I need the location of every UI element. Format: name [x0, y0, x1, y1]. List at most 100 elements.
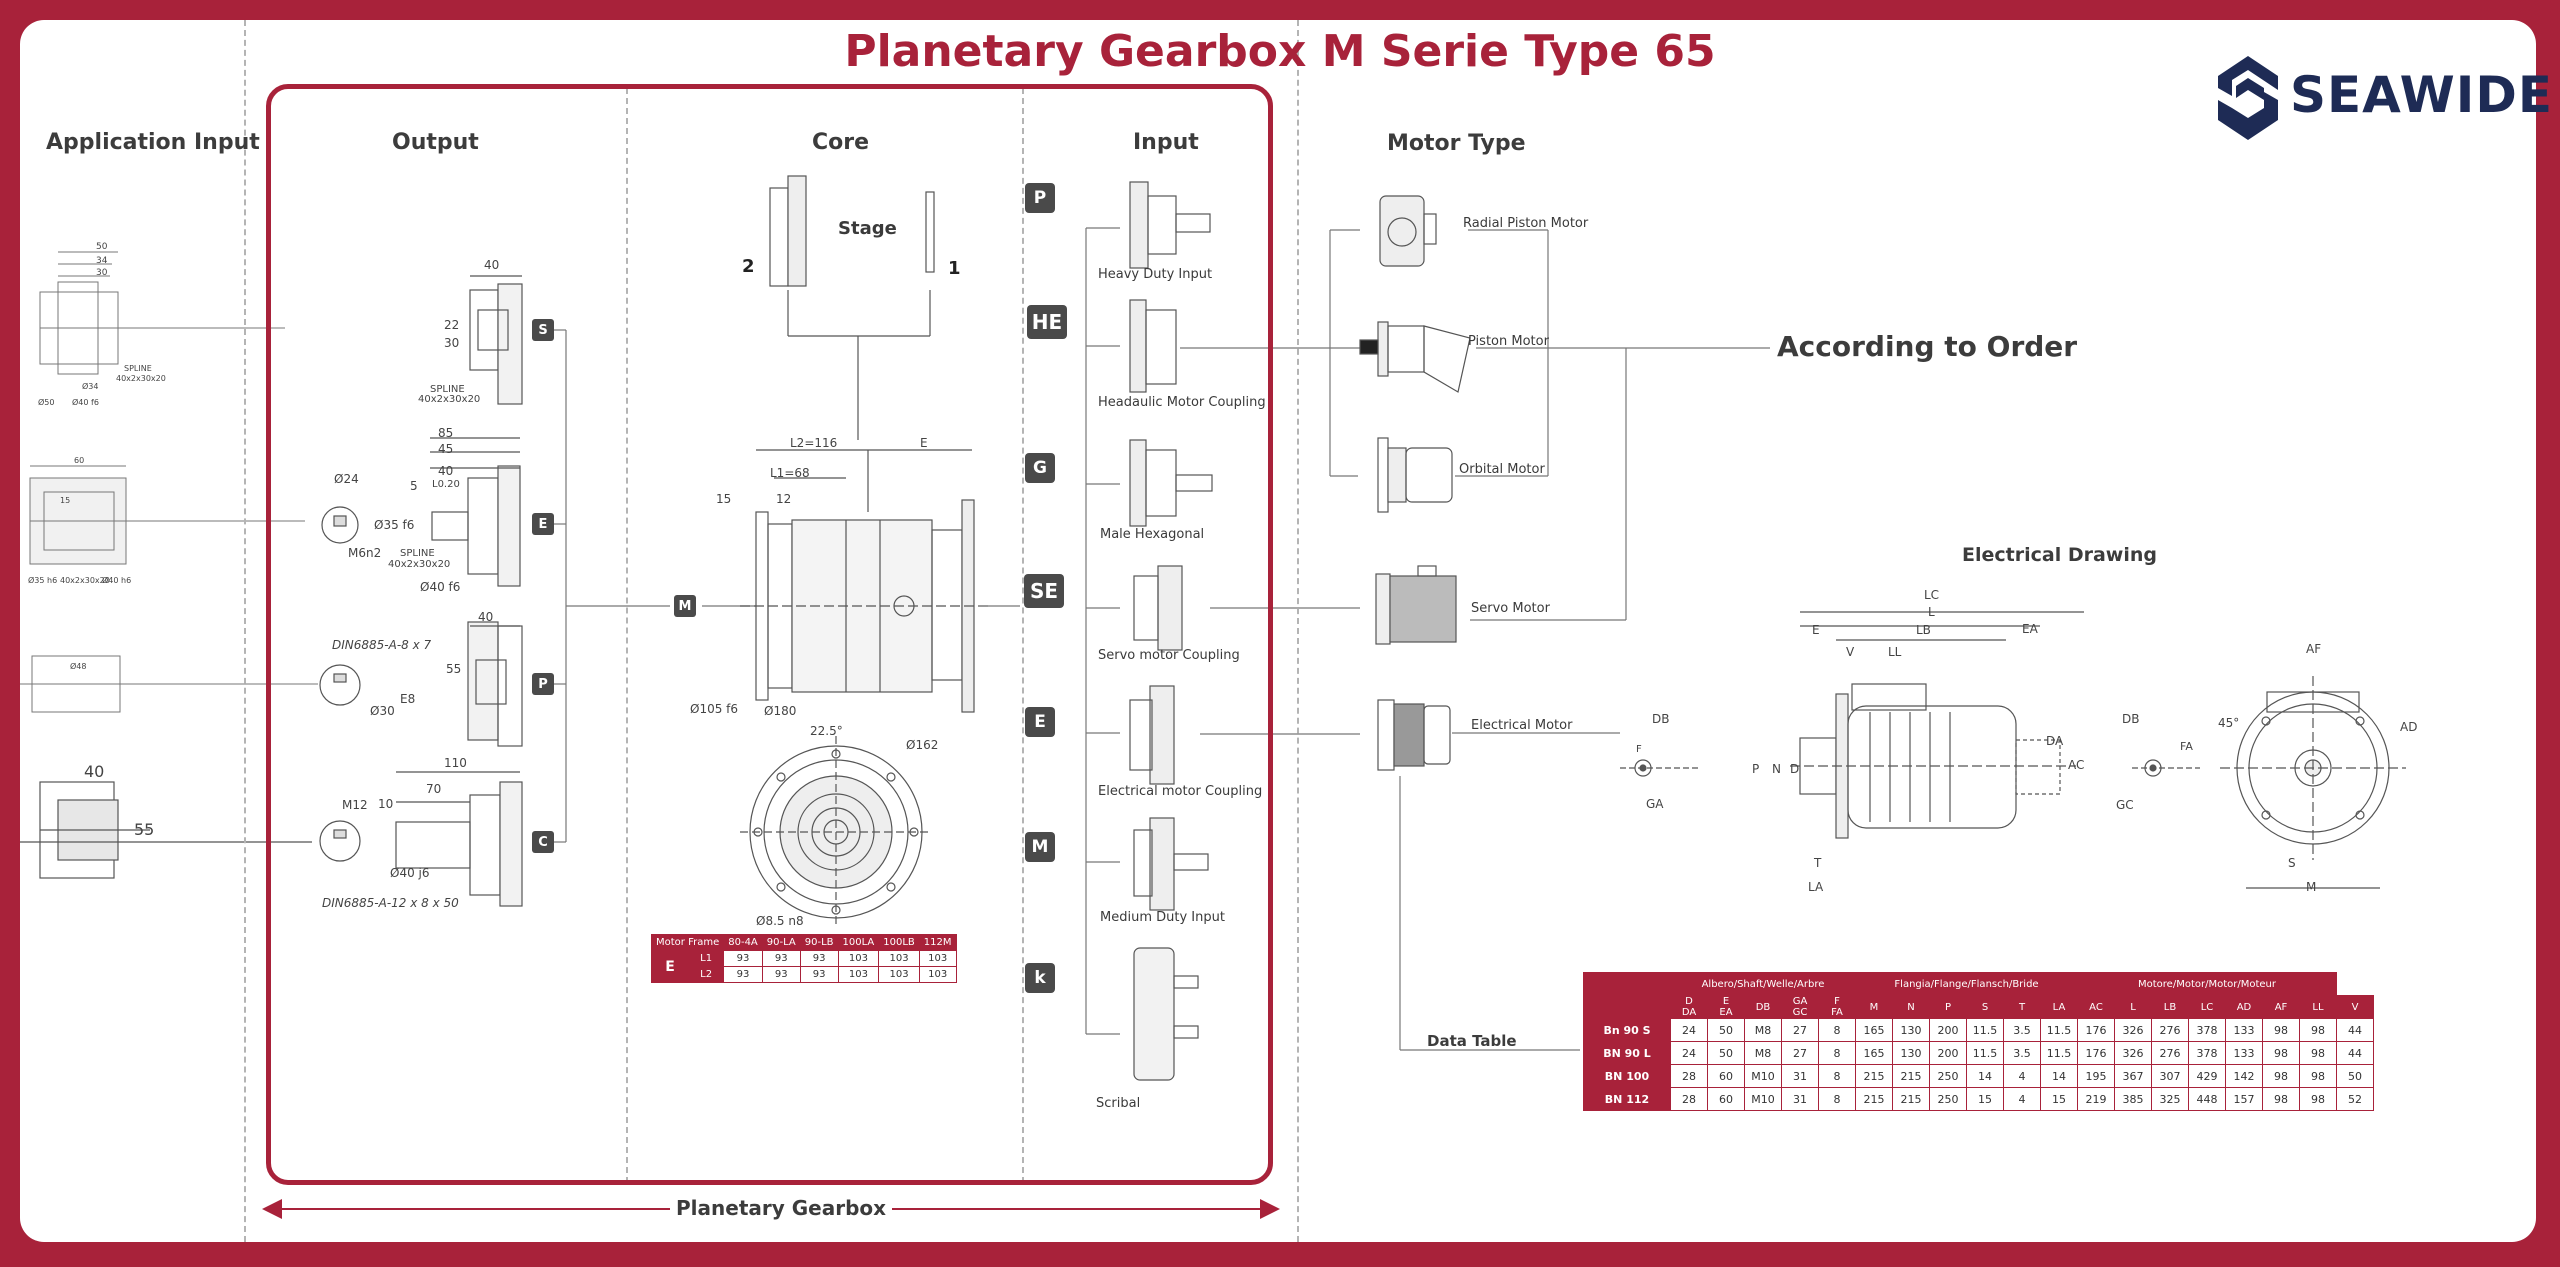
table-cell: 50: [2336, 1064, 2374, 1088]
elec-dim: AD: [2400, 720, 2418, 734]
table-cell: 15: [2040, 1087, 2078, 1111]
table-cell: 215: [1892, 1087, 1930, 1111]
according-to-order: According to Order: [1777, 330, 2078, 363]
table-cell: 165: [1855, 1041, 1893, 1065]
table-cell: M10: [1744, 1087, 1782, 1111]
output-badge-e[interactable]: E: [532, 513, 554, 535]
output-dim: 40x2x30x20: [418, 394, 481, 405]
data-table-label: Data Table: [1427, 1032, 1517, 1050]
output-dim: 40: [484, 258, 500, 272]
table-cell: 52: [2336, 1087, 2374, 1111]
output-dim: 45: [438, 442, 454, 456]
output-dim: SPLINE: [400, 548, 435, 559]
core-dim: 15: [716, 492, 732, 506]
table-cell: 98: [2299, 1041, 2337, 1065]
electrical-drawing-title: Electrical Drawing: [1962, 544, 2157, 566]
divider-app-output: [244, 20, 246, 1242]
table-cell: 157: [2225, 1087, 2263, 1111]
table-cell: 326: [2114, 1041, 2152, 1065]
column-motor-type: Motor Type: [1387, 131, 1526, 156]
elec-dim: GA: [1646, 797, 1664, 811]
table-cell: 448: [2188, 1087, 2226, 1111]
data-table-column-header: M: [1855, 995, 1893, 1019]
electrical-shaft-drawing: [1620, 759, 2200, 777]
table-cell: 325: [2151, 1087, 2189, 1111]
input-badge-p[interactable]: P: [1025, 183, 1055, 213]
input-label-scribal: Scribal: [1096, 1096, 1141, 1111]
column-code: M: [1869, 1001, 1879, 1013]
data-table-column-header: P: [1929, 995, 1967, 1019]
table-cell: 27: [1781, 1018, 1819, 1042]
output-badge-c[interactable]: C: [532, 831, 554, 853]
table-cell: 98: [2262, 1018, 2300, 1042]
table-cell: 200: [1929, 1018, 1967, 1042]
app-dim: 40: [84, 762, 105, 781]
table-cell: 28: [1670, 1087, 1708, 1111]
brand-logo: SEAWIDE: [2218, 56, 2552, 140]
motor-frame-col: 100LB: [878, 934, 920, 951]
app-dim: 55: [134, 820, 155, 839]
core-badge-m[interactable]: M: [674, 595, 696, 617]
elec-dim: DB: [1652, 712, 1670, 726]
elec-dim: LA: [1808, 880, 1824, 894]
core-dim: Ø180: [764, 704, 797, 718]
table-cell: 11.5: [2040, 1041, 2078, 1065]
table-cell: 50: [1707, 1018, 1745, 1042]
elec-dim: D: [1790, 762, 1800, 776]
input-badge-he[interactable]: HE: [1027, 305, 1067, 339]
core-dim: L1=68: [770, 466, 810, 480]
output-drawing-c: [319, 771, 523, 907]
core-dim: Ø105 f6: [690, 702, 739, 716]
output-dim: 40: [478, 610, 494, 624]
app-dim: Ø48: [70, 662, 87, 671]
table-cell: 367: [2114, 1064, 2152, 1088]
output-dim: 22: [444, 318, 460, 332]
data-table-column-header: N: [1892, 995, 1930, 1019]
table-cell: 378: [2188, 1041, 2226, 1065]
app-dim: Ø34: [82, 382, 99, 391]
table-cell: 8: [1818, 1041, 1856, 1065]
table-cell: 4: [2003, 1064, 2041, 1088]
column-code: L: [2130, 1001, 2136, 1013]
input-badge-k[interactable]: k: [1025, 963, 1055, 993]
motor-frame-cell: 103: [878, 950, 920, 967]
output-dim: 85: [438, 426, 454, 440]
column-code: GA: [1792, 996, 1808, 1007]
input-label-headaulic: Headaulic Motor Coupling: [1098, 395, 1266, 410]
table-cell: 219: [2077, 1087, 2115, 1111]
input-badge-m[interactable]: M: [1025, 832, 1055, 862]
table-cell: 14: [1966, 1064, 2004, 1088]
column-code: LC: [2200, 1001, 2214, 1013]
column-code: T: [2018, 1001, 2026, 1013]
table-cell: 3.5: [2003, 1041, 2041, 1065]
column-code: D: [1685, 996, 1693, 1007]
input-badge-se[interactable]: SE: [1024, 574, 1064, 608]
table-cell: 8: [1818, 1087, 1856, 1111]
table-cell: 11.5: [2040, 1018, 2078, 1042]
app-dim: Ø35 h6: [28, 576, 58, 585]
column-code: P: [1944, 1001, 1952, 1013]
output-dim: E8: [400, 692, 416, 706]
table-cell: 250: [1929, 1064, 1967, 1088]
output-badge-p[interactable]: P: [532, 673, 554, 695]
column-code: LL: [2312, 1001, 2324, 1013]
table-cell: 28: [1670, 1064, 1708, 1088]
input-badge-e[interactable]: E: [1025, 707, 1055, 737]
planetary-gearbox-label: Planetary Gearbox: [670, 1196, 893, 1220]
table-cell: 60: [1707, 1087, 1745, 1111]
table-cell: 3.5: [2003, 1018, 2041, 1042]
table-cell: 385: [2114, 1087, 2152, 1111]
output-badge-s[interactable]: S: [532, 319, 554, 341]
table-cell: 98: [2299, 1064, 2337, 1088]
app-dim: Ø50: [38, 398, 55, 407]
input-badge-g[interactable]: G: [1025, 453, 1055, 483]
motor-frame-cell: 103: [837, 966, 880, 983]
data-table-group-header: Flangia/Flange/Flansch/Bride: [1855, 972, 2078, 996]
output-dim: M12: [342, 798, 368, 812]
table-cell: 429: [2188, 1064, 2226, 1088]
table-cell: 133: [2225, 1018, 2263, 1042]
table-row-name: BN 112: [1583, 1087, 1671, 1111]
